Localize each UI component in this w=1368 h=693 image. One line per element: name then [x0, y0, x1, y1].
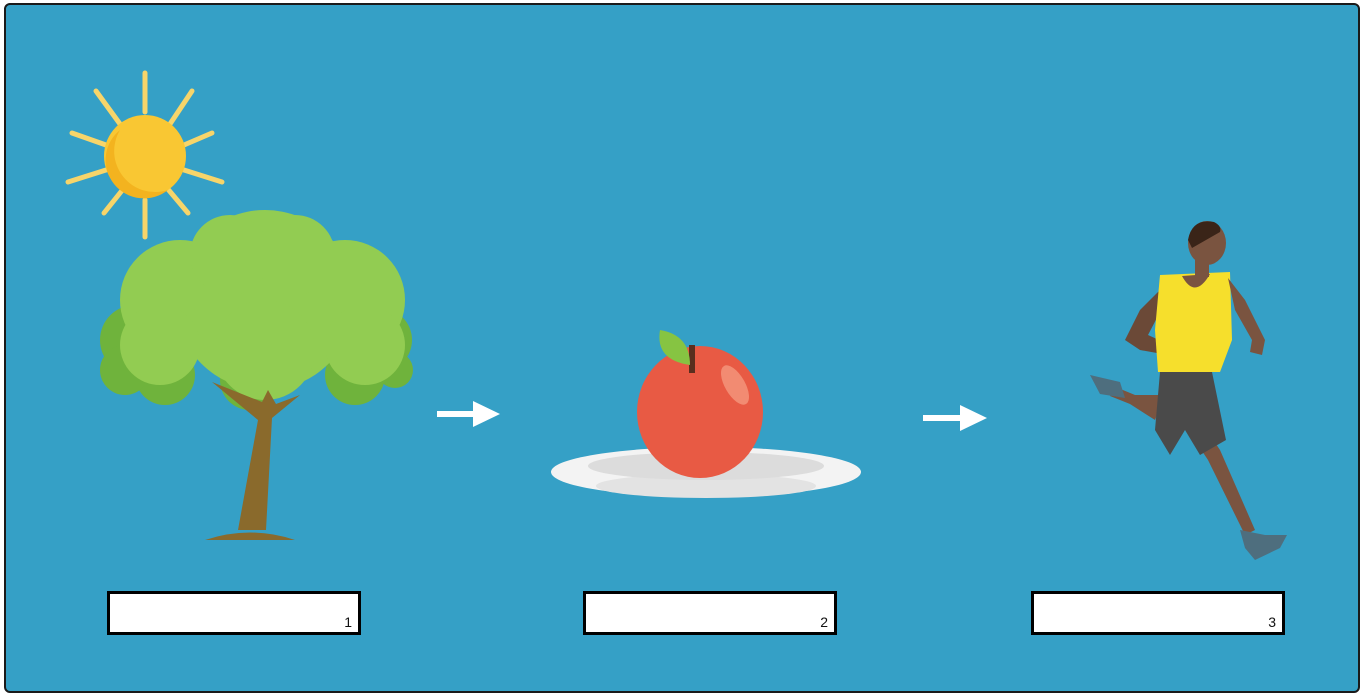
answer-input-1[interactable]: [110, 594, 358, 632]
apple-on-plate-icon: [551, 330, 861, 498]
answer-input-3[interactable]: [1034, 594, 1282, 632]
sun-icon: [68, 73, 222, 237]
tree-icon: [100, 210, 413, 540]
arrow-right-icon: [923, 405, 987, 431]
box-number-2: 2: [820, 615, 828, 629]
arrow-right-icon: [437, 401, 500, 427]
answer-box-2[interactable]: 2: [583, 591, 837, 635]
answer-box-1[interactable]: 1: [107, 591, 361, 635]
box-number-3: 3: [1268, 615, 1276, 629]
box-number-1: 1: [344, 615, 352, 629]
answer-input-2[interactable]: [586, 594, 834, 632]
runner-icon: [1090, 221, 1287, 560]
answer-box-3[interactable]: 3: [1031, 591, 1285, 635]
